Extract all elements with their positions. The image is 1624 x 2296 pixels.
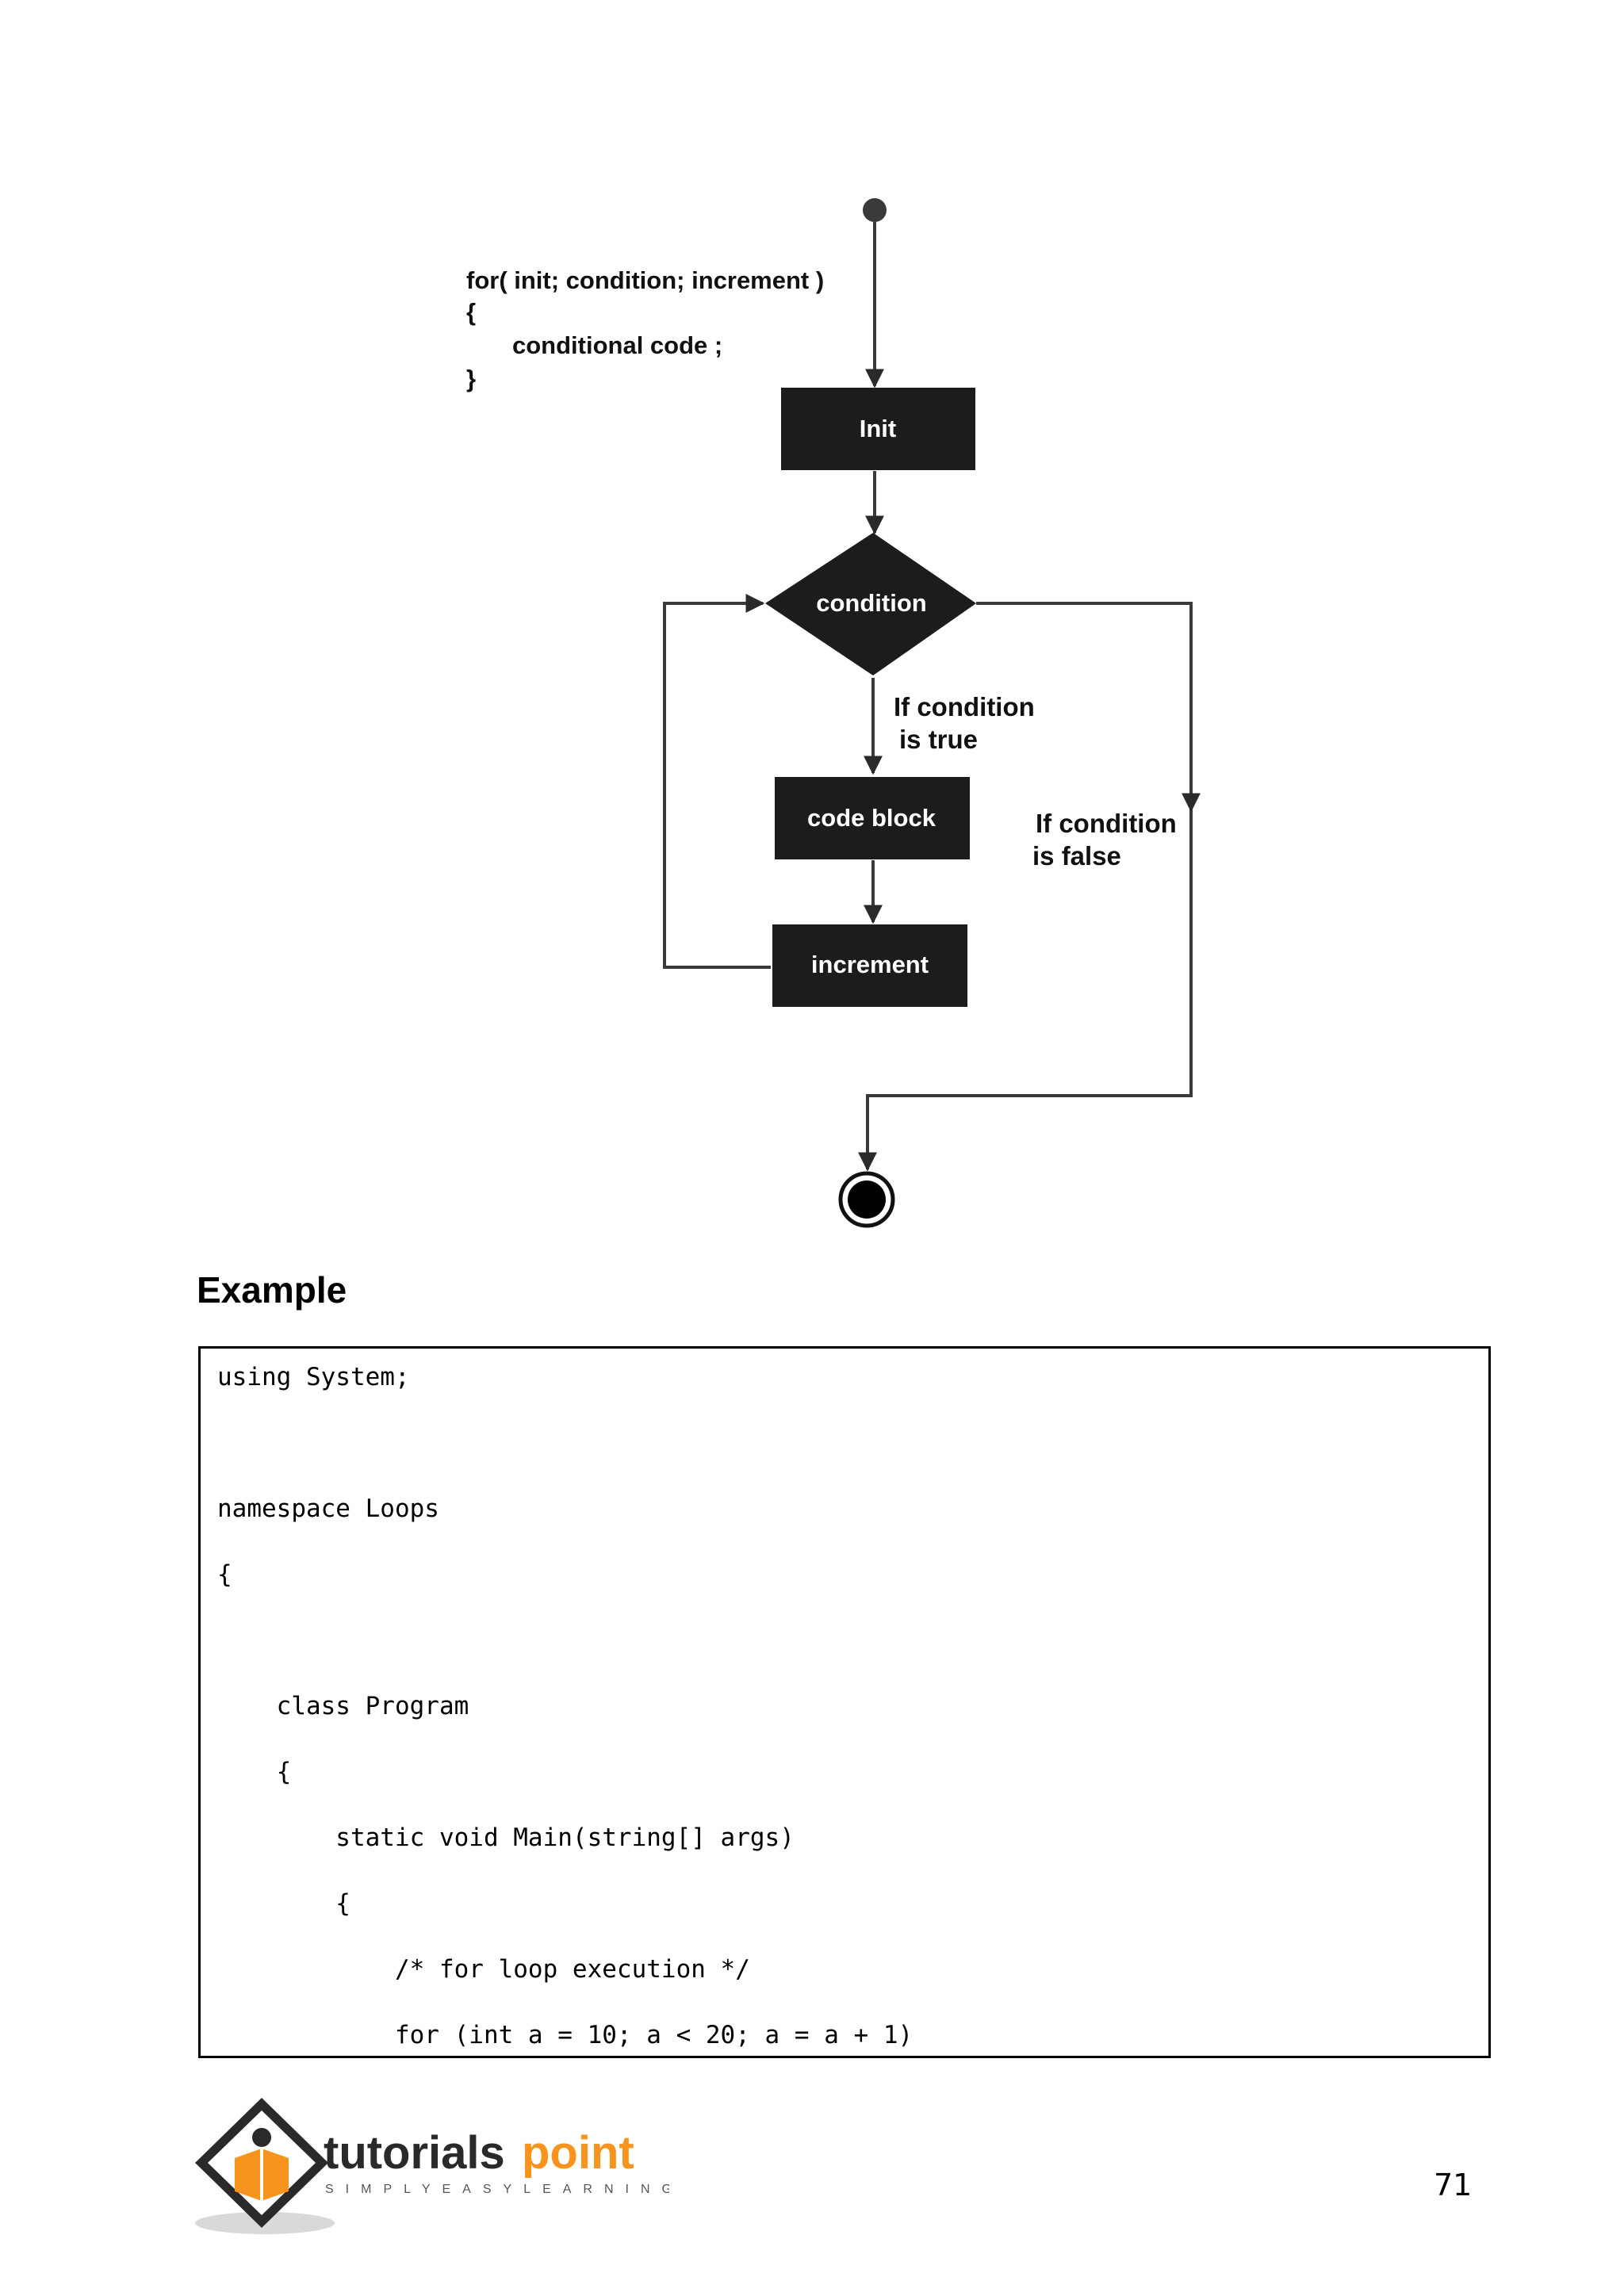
example-heading: Example bbox=[197, 1269, 347, 1311]
syntax-line-1: for( init; condition; increment ) bbox=[466, 266, 824, 294]
code-block-node-label: code block bbox=[807, 804, 936, 832]
logo-head-icon bbox=[252, 2128, 271, 2147]
page-number: 71 bbox=[1434, 2168, 1473, 2202]
increment-node bbox=[772, 924, 967, 1007]
code-line: class Program bbox=[217, 1692, 469, 1720]
condition-node-label: condition bbox=[816, 589, 926, 617]
start-node bbox=[863, 198, 887, 222]
syntax-line-2: { bbox=[466, 298, 476, 326]
for-loop-flowchart: for( init; condition; increment ) { cond… bbox=[466, 198, 1201, 1228]
edge-false-to-end bbox=[858, 810, 1193, 1172]
edge-condition-false bbox=[976, 602, 1201, 813]
syntax-line-3: conditional code ; bbox=[512, 331, 722, 359]
init-node bbox=[781, 388, 975, 470]
code-line: { bbox=[217, 1560, 232, 1589]
code-line: for (int a = 10; a < 20; a = a + 1) bbox=[217, 2021, 914, 2049]
syntax-line-4: } bbox=[466, 365, 476, 392]
branch-true-label-1: If condition bbox=[894, 692, 1035, 721]
logo-tagline: SIMPLYEASYLEARNING bbox=[325, 2183, 669, 2196]
code-line: namespace Loops bbox=[217, 1494, 439, 1523]
init-node-label: Init bbox=[860, 415, 897, 442]
code-block-node bbox=[775, 777, 970, 859]
code-line: { bbox=[217, 1758, 292, 1786]
code-line: /* for loop execution */ bbox=[217, 1955, 750, 1984]
end-node bbox=[848, 1181, 886, 1219]
logo-word-tutorials: tutorials bbox=[324, 2127, 505, 2179]
condition-node bbox=[765, 533, 976, 675]
code-block: using System; namespace Loops { class Pr… bbox=[198, 1346, 1491, 2058]
increment-node-label: increment bbox=[811, 951, 929, 978]
tutorialspoint-logo: tutorials point SIMPLYEASYLEARNING bbox=[195, 2098, 669, 2234]
code-line: using System; bbox=[217, 1363, 410, 1391]
branch-false-label-2: is false bbox=[1032, 841, 1121, 871]
branch-true-label-2: is true bbox=[899, 725, 978, 754]
code-line: static void Main(string[] args) bbox=[217, 1823, 795, 1852]
code-line: { bbox=[217, 1889, 350, 1918]
branch-false-label-1: If condition bbox=[1036, 809, 1177, 838]
edge-increment-loop-back bbox=[663, 594, 771, 969]
logo-word-point: point bbox=[522, 2127, 634, 2179]
